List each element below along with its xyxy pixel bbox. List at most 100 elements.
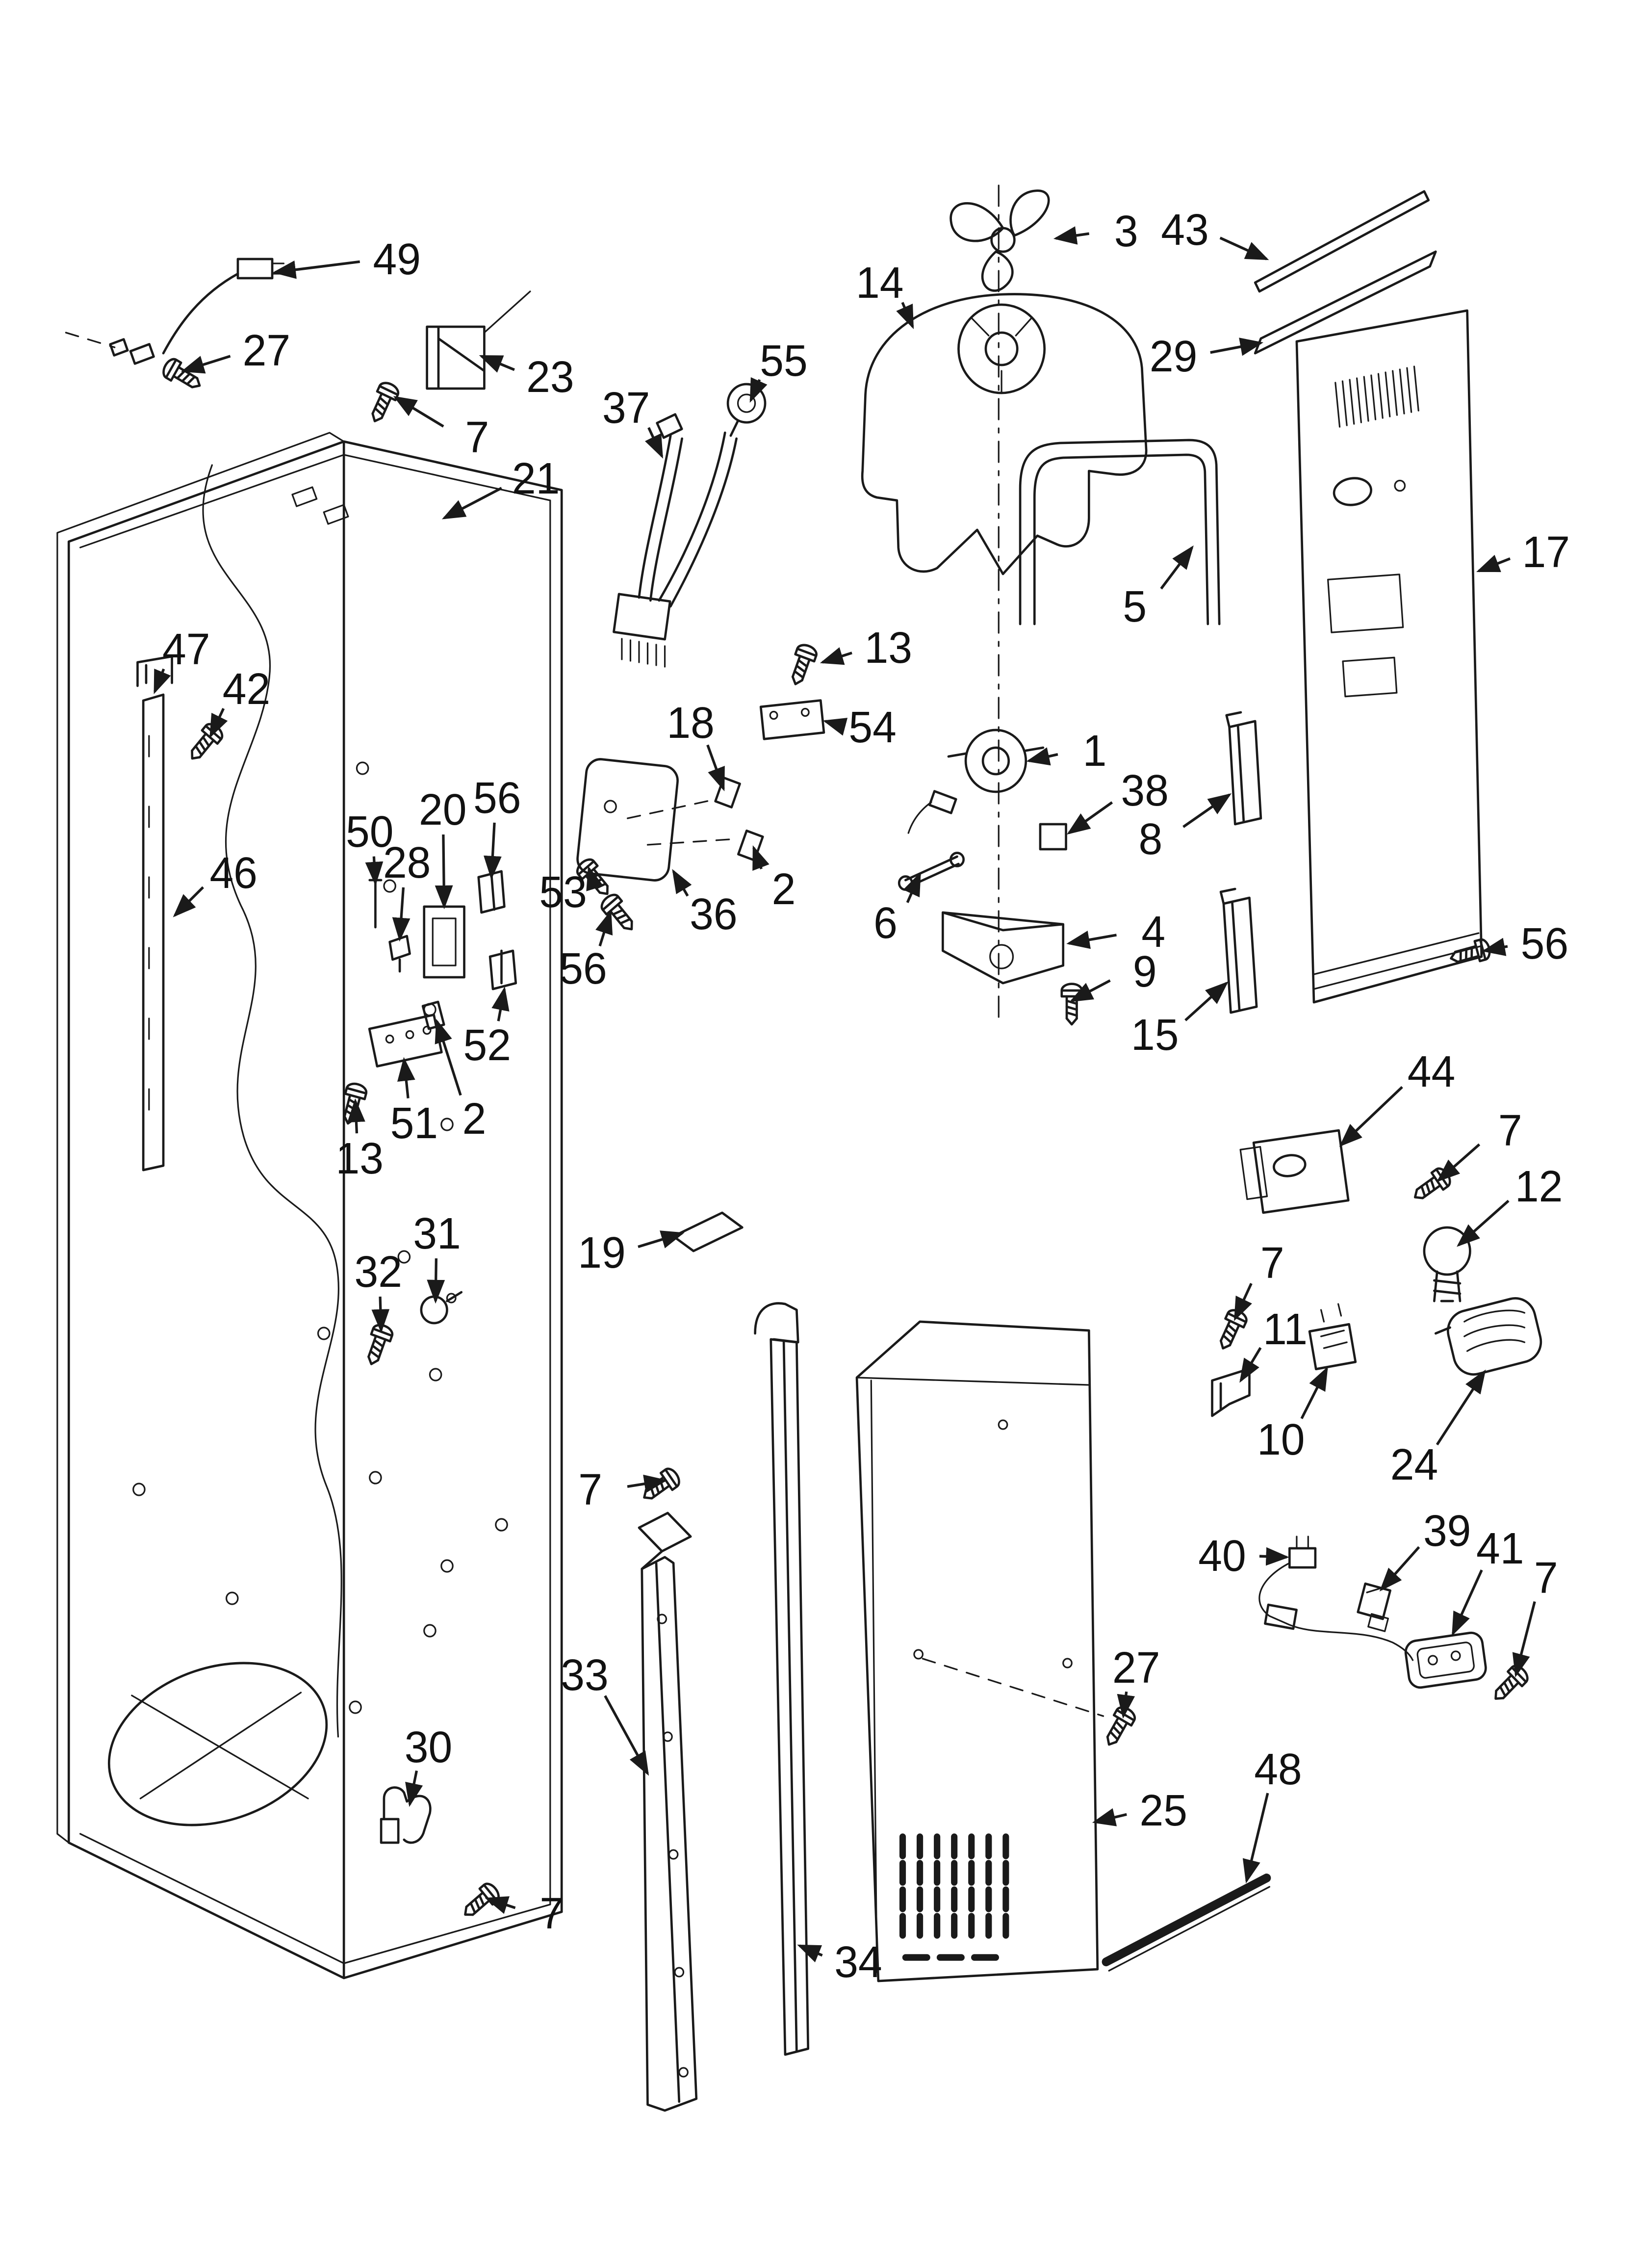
callout-leader <box>1069 979 1111 1002</box>
lamp-bracket-44 <box>1239 1129 1453 1214</box>
callout-7: 7 <box>1437 1106 1522 1182</box>
callout-label: 56 <box>559 944 607 993</box>
callout-leader <box>180 355 231 374</box>
callout-leader <box>173 886 205 917</box>
callout-label: 12 <box>1515 1162 1563 1211</box>
callout-leader <box>1457 1199 1510 1247</box>
callout-leader <box>627 1474 667 1493</box>
bracket-20 <box>423 905 465 979</box>
callout-leader <box>820 647 852 665</box>
callout-label: 54 <box>848 703 896 752</box>
callout-leader <box>644 427 664 459</box>
callout-leader <box>706 744 725 792</box>
callout-10: 10 <box>1257 1366 1328 1464</box>
callout-label: 13 <box>865 623 912 672</box>
side-rail-15 <box>1219 887 1258 1014</box>
callout-label: 27 <box>1112 1643 1160 1692</box>
callout-leader <box>1300 1366 1328 1419</box>
label-strip-19 <box>672 1211 744 1252</box>
callout-27: 27 <box>180 326 290 375</box>
callout-leader <box>1379 1546 1420 1591</box>
sensor-wire-group <box>1258 1536 1531 1706</box>
callout-48: 48 <box>1242 1745 1302 1884</box>
callout-label: 21 <box>512 454 560 503</box>
callout-label: 47 <box>162 625 210 674</box>
callout-39: 39 <box>1379 1506 1471 1591</box>
callout-18: 18 <box>667 698 725 792</box>
callout-12: 12 <box>1457 1162 1563 1247</box>
callout-label: 14 <box>856 258 903 307</box>
vent-louvers <box>899 1833 1009 1939</box>
callout-leader <box>1451 1569 1483 1636</box>
callout-32: 32 <box>355 1247 402 1333</box>
callout-leader <box>595 910 613 947</box>
callout-leader <box>1026 747 1058 766</box>
callout-label: 48 <box>1254 1745 1302 1794</box>
callout-label: 49 <box>373 235 421 284</box>
callout-label: 31 <box>413 1209 461 1258</box>
callout-7: 7 <box>578 1465 667 1514</box>
callout-leader <box>1436 1369 1486 1446</box>
callout-54: 54 <box>822 703 897 752</box>
callout-leader <box>441 487 502 520</box>
callout-33: 33 <box>561 1650 649 1776</box>
callout-2: 2 <box>752 845 795 913</box>
callout-leader <box>1160 545 1194 590</box>
callout-47: 47 <box>154 625 210 695</box>
callout-41: 41 <box>1451 1524 1524 1636</box>
screw-13-mid <box>786 643 819 688</box>
callout-label: 18 <box>667 698 714 747</box>
callout-label: 39 <box>1423 1506 1471 1555</box>
callout-leader <box>752 845 770 871</box>
callout-14: 14 <box>856 258 914 329</box>
callout-13: 13 <box>336 1098 384 1183</box>
callout-label: 4 <box>1141 907 1165 956</box>
air-duct-tube <box>1019 439 1221 626</box>
callout-leader <box>1482 938 1508 956</box>
callout-label: 29 <box>1150 332 1197 381</box>
freezer-liner <box>56 432 563 1980</box>
callout-52: 52 <box>463 986 511 1069</box>
callout-44: 44 <box>1339 1047 1455 1147</box>
callout-28: 28 <box>383 838 431 942</box>
callout-17: 17 <box>1476 527 1570 576</box>
callout-label: 20 <box>419 785 466 834</box>
callout-leader <box>435 834 453 910</box>
callout-leader <box>272 260 360 279</box>
callout-leader <box>365 856 384 886</box>
callout-7: 7 <box>393 396 489 462</box>
callout-5: 5 <box>1123 545 1194 631</box>
callout-label: 46 <box>209 848 257 897</box>
liner-top-slots <box>291 486 349 525</box>
callout-leader <box>405 1770 423 1807</box>
callout-7: 7 <box>485 1889 564 1938</box>
callout-leader <box>1219 236 1269 261</box>
callout-19: 19 <box>578 1228 685 1277</box>
board-51 <box>368 1014 443 1068</box>
callout-label: 51 <box>390 1098 438 1147</box>
callout-30: 30 <box>405 1722 452 1807</box>
callout-label: 40 <box>1198 1531 1246 1580</box>
rod-48 <box>1102 1874 1271 1972</box>
callout-8: 8 <box>1139 793 1232 863</box>
callout-36: 36 <box>672 869 738 938</box>
callout-21: 21 <box>441 454 560 520</box>
callout-label: 28 <box>383 838 431 887</box>
callout-label: 42 <box>223 664 270 713</box>
callout-leader <box>1210 338 1264 356</box>
pin-2 <box>737 829 764 861</box>
fan-blade <box>949 189 1050 292</box>
callout-label: 50 <box>346 807 393 856</box>
callout-leader <box>672 869 692 897</box>
callout-53: 53 <box>539 865 604 916</box>
callout-label: 9 <box>1133 947 1157 996</box>
callout-leader <box>1092 1808 1127 1826</box>
callout-1: 1 <box>1026 726 1107 775</box>
callout-leader <box>896 302 914 329</box>
bracket-strip-29 <box>1254 250 1437 355</box>
callout-label: 1 <box>1083 726 1107 775</box>
callout-leader <box>1053 226 1090 245</box>
callout-label: 41 <box>1476 1524 1524 1573</box>
control-board-54 <box>759 643 825 740</box>
